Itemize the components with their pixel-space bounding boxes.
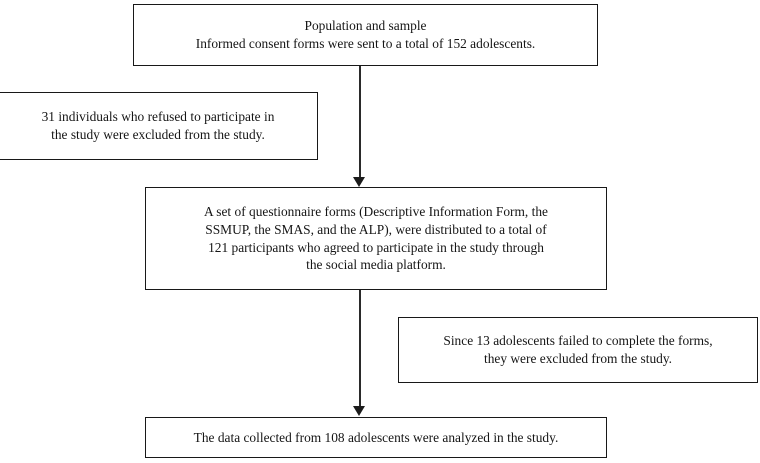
down-arrow-icon-questionnaire-to-analyzed-line: [359, 290, 361, 407]
flowchart-node-refused-label: 31 individuals who refused to participat…: [41, 109, 275, 142]
flowchart-node-population-label: Population and sample Informed consent f…: [195, 18, 536, 51]
down-arrow-icon-population-to-questionnaire-line: [359, 66, 361, 178]
flowchart-node-questionnaire: A set of questionnaire forms (Descriptiv…: [145, 187, 607, 290]
flowchart-node-refused: 31 individuals who refused to participat…: [0, 92, 318, 160]
flowchart-node-analyzed-label: The data collected from 108 adolescents …: [193, 429, 559, 445]
flowchart-node-questionnaire-label: A set of questionnaire forms (Descriptiv…: [204, 203, 548, 273]
flowchart-node-failed-label: Since 13 adolescents failed to complete …: [443, 333, 713, 366]
flowchart-node-population: Population and sample Informed consent f…: [133, 4, 598, 66]
flowchart-node-failed: Since 13 adolescents failed to complete …: [398, 317, 758, 383]
flowchart-node-analyzed: The data collected from 108 adolescents …: [145, 417, 607, 458]
down-arrow-icon-population-to-questionnaire-head: [353, 177, 365, 187]
down-arrow-icon-questionnaire-to-analyzed-head: [353, 406, 365, 416]
